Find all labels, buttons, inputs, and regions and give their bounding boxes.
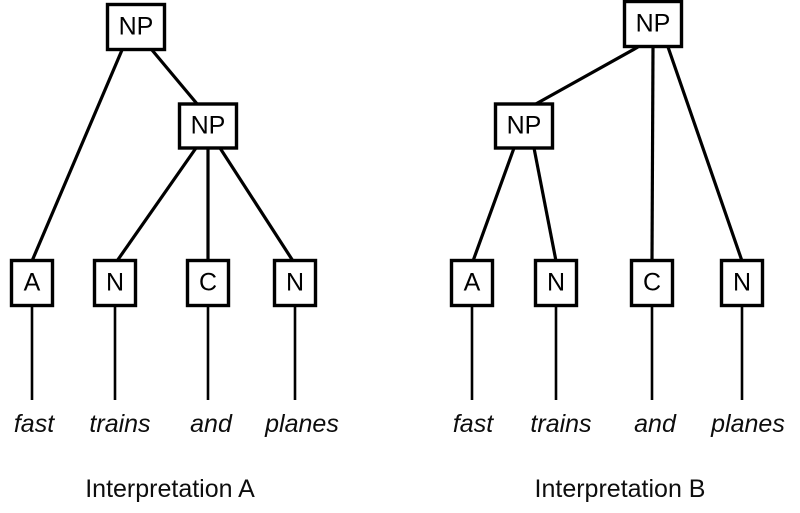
branch-npSub-to-posN1 [532, 147, 558, 262]
leaf-word-fast: fast [14, 410, 55, 438]
leaf-word-planes: planes [264, 410, 339, 438]
node-box-n [272, 258, 318, 308]
node-label-n: N [106, 269, 124, 297]
node-n-3[interactable]: N [533, 258, 579, 308]
caption-interpretation-a: Interpretation A [85, 475, 255, 503]
branch-npTop-to-posA [30, 49, 124, 262]
node-box-n [533, 258, 579, 308]
branch-npSub-to-posN2 [218, 147, 295, 262]
node-n-5[interactable]: N [272, 258, 318, 308]
branch-npSub-to-posN1 [115, 147, 198, 262]
node-a-2[interactable]: A [449, 258, 495, 308]
branch-npSub-to-posA [471, 147, 516, 262]
node-box-a [9, 258, 55, 308]
node-np-1[interactable]: NP [177, 102, 239, 150]
branch-npTop-to-posC [650, 46, 655, 262]
node-n-5[interactable]: N [719, 258, 765, 308]
branch-npTop-to-posN2 [666, 46, 744, 262]
node-c-4[interactable]: C [185, 258, 231, 308]
node-n-3[interactable]: N [92, 258, 138, 308]
leaf-word-and: and [634, 410, 677, 438]
node-box-c [629, 258, 675, 308]
leaf-word-fast: fast [453, 410, 494, 438]
node-label-c: C [643, 269, 661, 297]
node-c-4[interactable]: C [629, 258, 675, 308]
node-label-n: N [547, 269, 565, 297]
node-box-a [449, 258, 495, 308]
node-np-1[interactable]: NP [493, 102, 555, 150]
branch-npTop-to-npSub [533, 45, 639, 107]
node-label-c: C [199, 269, 217, 297]
node-label-np: NP [507, 112, 542, 140]
node-box-np [622, 0, 684, 49]
leaf-word-planes: planes [710, 410, 785, 438]
node-box-np [105, 2, 167, 52]
node-label-np: NP [119, 13, 154, 41]
node-label-n: N [733, 269, 751, 297]
node-box-n [92, 258, 138, 308]
node-label-np: NP [636, 10, 671, 38]
leaf-word-and: and [190, 410, 233, 438]
node-np-0[interactable]: NP [622, 0, 684, 49]
branch-npTop-to-npSub [150, 48, 200, 107]
node-np-0[interactable]: NP [105, 2, 167, 52]
node-label-n: N [286, 269, 304, 297]
leaf-word-trains: trains [89, 410, 150, 438]
node-box-n [719, 258, 765, 308]
node-a-2[interactable]: A [9, 258, 55, 308]
node-label-np: NP [191, 112, 226, 140]
node-label-a: A [24, 269, 41, 297]
node-box-np [177, 102, 239, 150]
node-box-np [493, 102, 555, 150]
node-box-c [185, 258, 231, 308]
node-label-a: A [464, 269, 481, 297]
leaf-word-trains: trains [530, 410, 591, 438]
caption-interpretation-b: Interpretation B [535, 475, 706, 503]
